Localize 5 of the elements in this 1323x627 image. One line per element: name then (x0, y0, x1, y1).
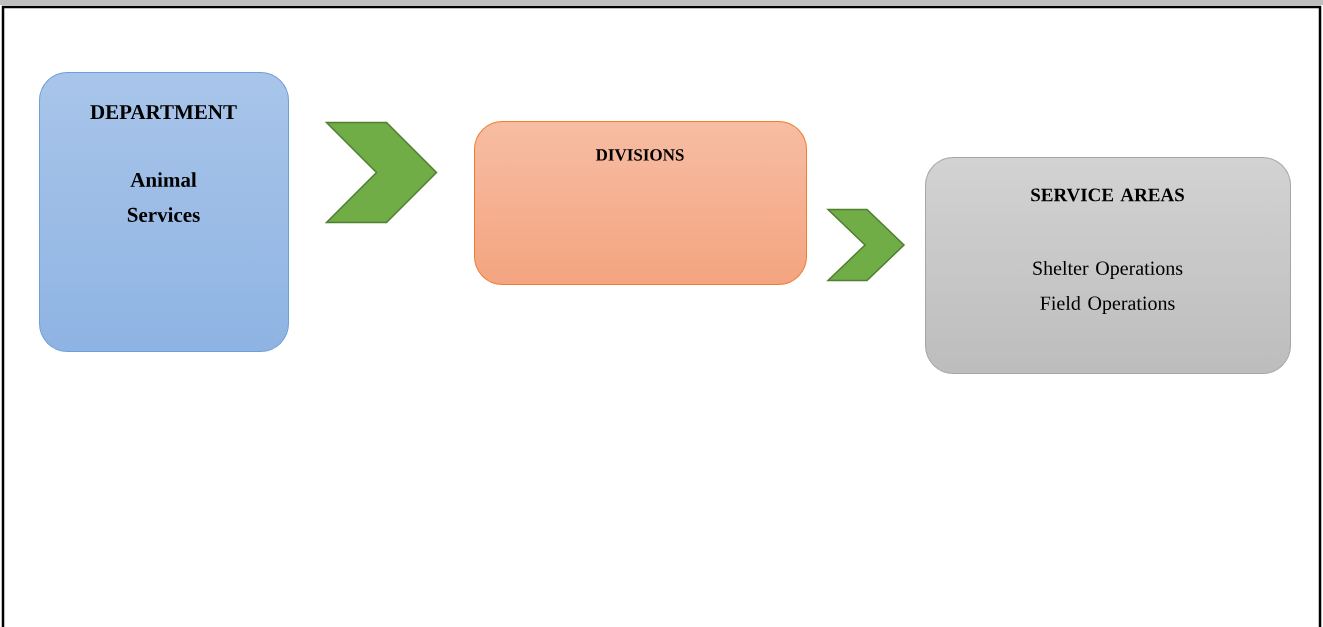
chevron-arrow (826, 208, 906, 282)
department-box: DEPARTMENT Animal Services (39, 72, 289, 352)
chevron-arrow (324, 121, 438, 224)
divisions-box: DIVISIONS (474, 121, 807, 285)
service-areas-box: SERVICE AREAS Shelter Operations Field Operations (925, 157, 1291, 374)
